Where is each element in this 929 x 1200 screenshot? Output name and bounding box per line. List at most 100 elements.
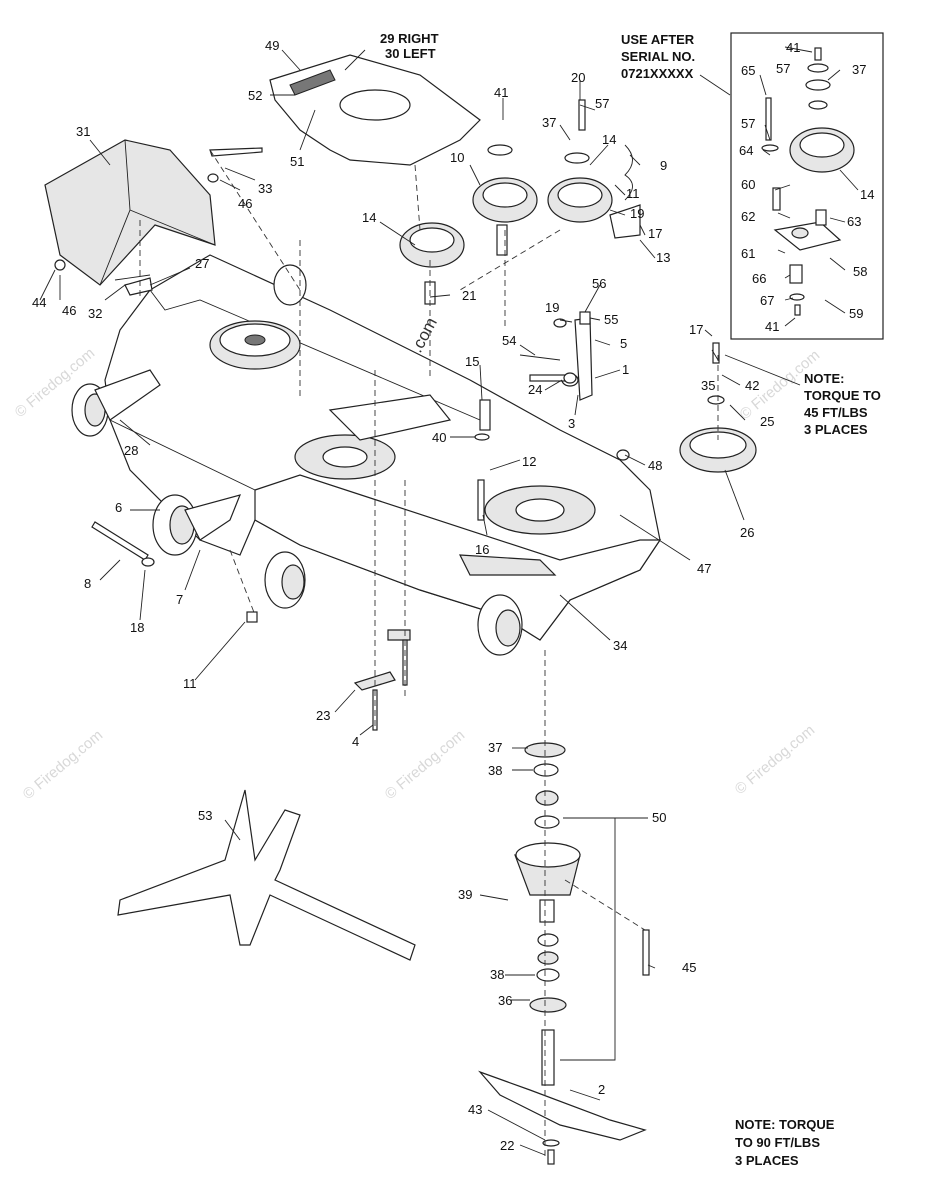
callout-22: 22 — [500, 1138, 514, 1153]
watermark: © Firedog.com — [732, 722, 818, 798]
callout-21: 21 — [462, 288, 476, 303]
callout-61: 61 — [741, 246, 755, 261]
callout-4: 4 — [352, 734, 359, 749]
callout-38: 38 — [488, 763, 502, 778]
callout-57: 57 — [776, 61, 790, 76]
callout-67: 67 — [760, 293, 774, 308]
callout-20: 20 — [571, 70, 585, 85]
assembly-lines — [139, 149, 719, 1160]
deck-pulley — [679, 342, 757, 473]
callout-11: 11 — [183, 676, 197, 691]
housing-label-line2: 30 LEFT — [385, 46, 436, 61]
callout-41: 41 — [765, 319, 779, 334]
idler-pulleys — [399, 99, 641, 305]
torque-note-bottom-line2: TO 90 FT/LBS — [735, 1135, 820, 1150]
callout-31: 31 — [76, 124, 90, 139]
callout-52: 52 — [248, 88, 262, 103]
callout-8: 8 — [84, 576, 91, 591]
callout-40: 40 — [432, 430, 446, 445]
callout-14: 14 — [362, 210, 376, 225]
callout-49: 49 — [265, 38, 279, 53]
callout-17: 17 — [648, 226, 662, 241]
deck-housing — [104, 254, 662, 641]
torque-note-top-line1: NOTE: — [804, 371, 844, 386]
torque-note-top-line3: 45 FT/LBS — [804, 405, 868, 420]
serial-note-line2: SERIAL NO. — [621, 49, 695, 64]
callout-62: 62 — [741, 209, 755, 224]
callout-25: 25 — [760, 414, 774, 429]
callout-19: 19 — [545, 300, 559, 315]
callout-64: 64 — [739, 143, 753, 158]
wheel — [273, 264, 307, 306]
callout-34: 34 — [613, 638, 627, 653]
callout-54: 54 — [502, 333, 516, 348]
callout-43: 43 — [468, 1102, 482, 1117]
watermark: © Firedog.com — [20, 727, 106, 803]
callout-19: 19 — [630, 206, 644, 221]
callout-12: 12 — [522, 454, 536, 469]
callout-41: 41 — [494, 85, 508, 100]
callout-5: 5 — [620, 336, 627, 351]
part-callouts: 49 52 51 31 46 33 27 44 46 32 14 21 10 4… — [32, 38, 874, 1153]
callout-51: 51 — [290, 154, 304, 169]
callout-18: 18 — [130, 620, 144, 635]
drive-belt — [117, 789, 416, 961]
callout-66: 66 — [752, 271, 766, 286]
callout-17: 17 — [689, 322, 703, 337]
serial-note-line1: USE AFTER — [621, 32, 695, 47]
inset-parts — [761, 47, 855, 316]
callout-27: 27 — [195, 256, 209, 271]
callout-46: 46 — [62, 303, 76, 318]
callout-47: 47 — [697, 561, 711, 576]
callout-1: 1 — [622, 362, 629, 377]
callout-15: 15 — [465, 354, 479, 369]
belt-cover — [269, 54, 481, 166]
callout-2: 2 — [598, 1082, 605, 1097]
callout-57: 57 — [741, 116, 755, 131]
torque-note-bottom-line3: 3 PLACES — [735, 1153, 799, 1168]
callout-3: 3 — [568, 416, 575, 431]
callout-58: 58 — [853, 264, 867, 279]
callout-37: 37 — [488, 740, 502, 755]
torque-note-bottom-line1: NOTE: TORQUE — [735, 1117, 835, 1132]
callout-6: 6 — [115, 500, 122, 515]
torque-note-top-line2: TORQUE TO — [804, 388, 881, 403]
callout-57: 57 — [595, 96, 609, 111]
callout-37: 37 — [852, 62, 866, 77]
callout-65: 65 — [741, 63, 755, 78]
callout-11: 11 — [626, 186, 640, 201]
notes: 29 RIGHT 30 LEFT USE AFTER SERIAL NO. 07… — [380, 31, 881, 1168]
callout-53: 53 — [198, 808, 212, 823]
callout-44: 44 — [32, 295, 46, 310]
leader-lines — [39, 46, 859, 1156]
callout-45: 45 — [682, 960, 696, 975]
serial-note-line3: 0721XXXXX — [621, 66, 694, 81]
discharge-chute — [44, 139, 216, 286]
torque-note-top-line4: 3 PLACES — [804, 422, 868, 437]
callout-55: 55 — [604, 312, 618, 327]
callout-39: 39 — [458, 887, 472, 902]
callout-9: 9 — [660, 158, 667, 173]
callout-7: 7 — [176, 592, 183, 607]
mower-blade — [478, 1070, 647, 1141]
callout-42: 42 — [745, 378, 759, 393]
callout-63: 63 — [847, 214, 861, 229]
callout-16: 16 — [475, 542, 489, 557]
callout-36: 36 — [498, 993, 512, 1008]
callout-35: 35 — [701, 378, 715, 393]
callout-41: 41 — [786, 40, 800, 55]
callout-33: 33 — [258, 181, 272, 196]
callout-59: 59 — [849, 306, 863, 321]
callout-32: 32 — [88, 306, 102, 321]
callout-48: 48 — [648, 458, 662, 473]
callout-24: 24 — [528, 382, 542, 397]
callout-10: 10 — [450, 150, 464, 165]
callout-26: 26 — [740, 525, 754, 540]
hardware — [54, 147, 630, 731]
callout-28: 28 — [124, 443, 138, 458]
callout-50: 50 — [652, 810, 666, 825]
spindle-assembly — [478, 742, 650, 1165]
callout-56: 56 — [592, 276, 606, 291]
inset-detail-box — [730, 32, 884, 340]
